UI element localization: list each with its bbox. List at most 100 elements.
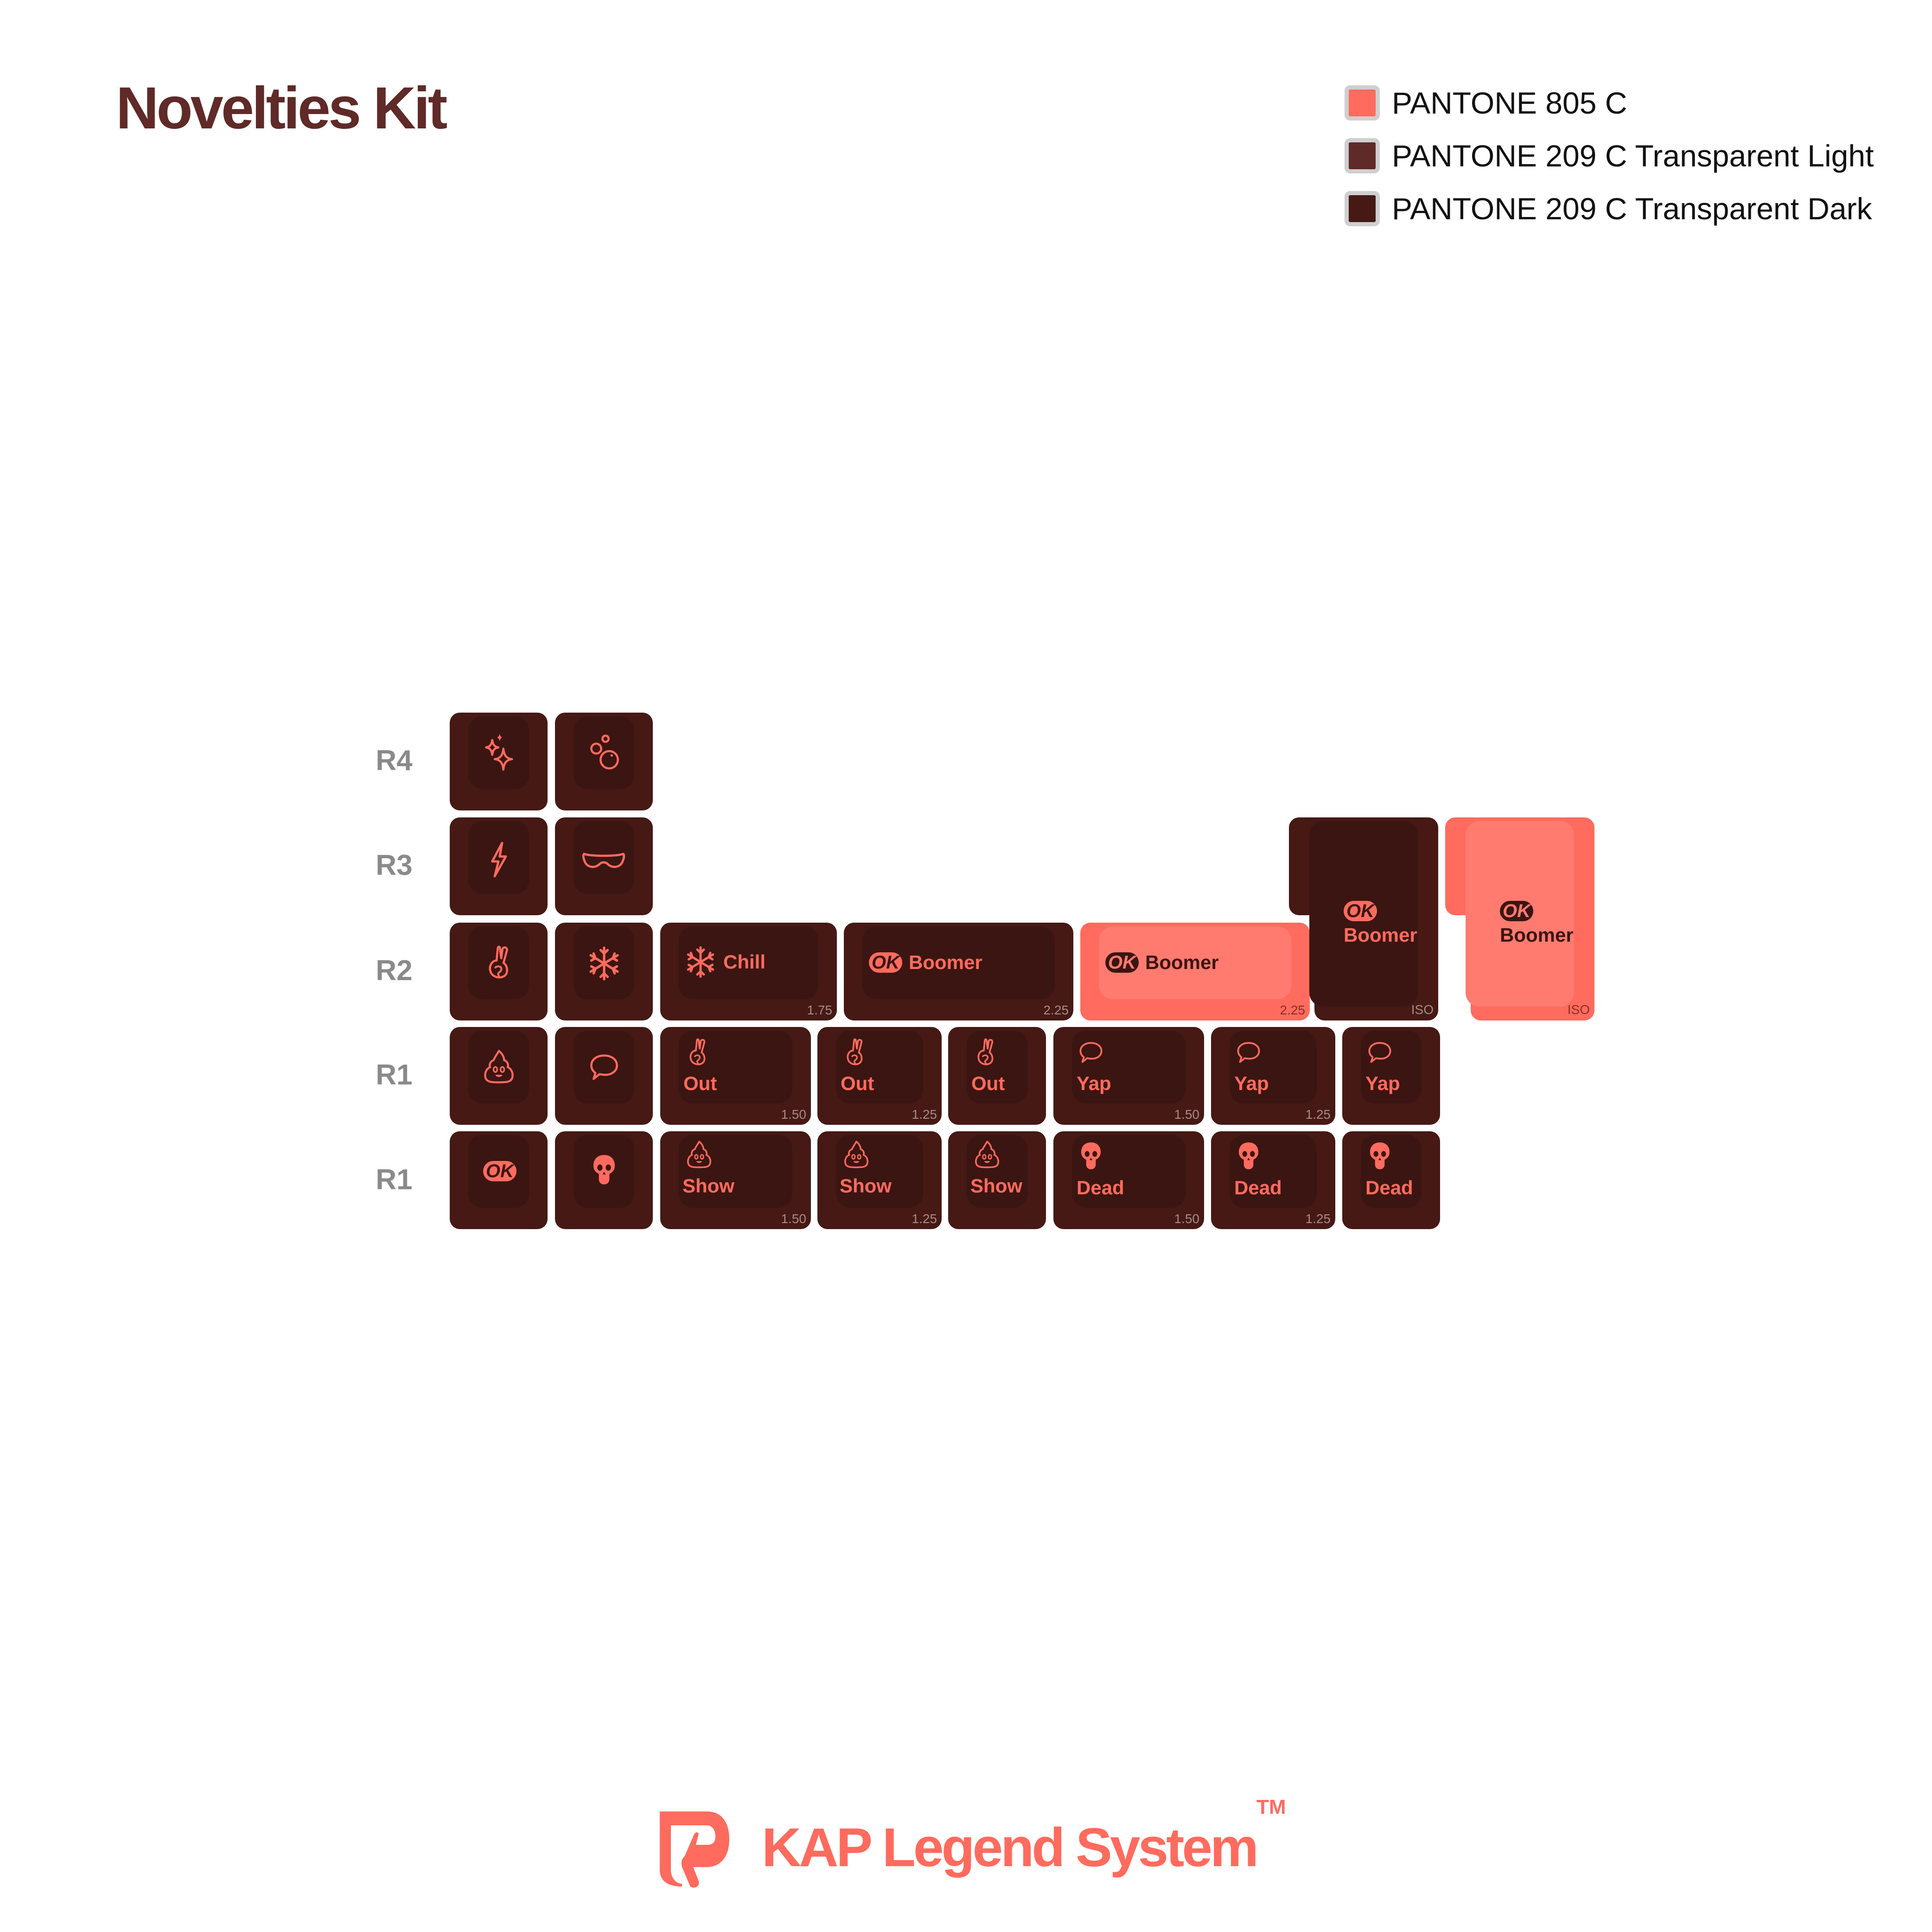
keycap-out-150[interactable]: Out 1.50 — [660, 1027, 811, 1125]
keycap-poop[interactable] — [450, 1027, 548, 1125]
peace-hand-icon — [841, 1036, 869, 1070]
row-label-r1: R1 — [376, 1059, 413, 1091]
row-label-r2: R2 — [376, 955, 413, 987]
brand-name: KAP Legend SystemTM — [762, 1796, 1286, 1878]
ok-icon: OK — [1105, 952, 1139, 973]
keycap-sparkles[interactable] — [450, 713, 548, 810]
key-label: Show — [682, 1175, 734, 1197]
skull-icon — [1077, 1139, 1105, 1174]
keycap-chill[interactable]: Chill 1.75 — [660, 923, 837, 1020]
key-size: 1.50 — [1174, 1211, 1200, 1226]
color-legend: PANTONE 805 C PANTONE 209 C Transparent … — [1345, 77, 1874, 235]
key-size: ISO — [1411, 1002, 1434, 1017]
kap-logo-icon — [660, 1811, 729, 1888]
snowflake-icon — [684, 943, 717, 981]
key-label: Out — [841, 1072, 874, 1094]
key-label: Boomer — [1344, 924, 1417, 946]
ok-icon: OK — [869, 952, 902, 973]
row-label-r4: R4 — [376, 745, 413, 777]
keycap-lightning[interactable] — [450, 817, 548, 915]
ok-icon: OK — [1500, 901, 1533, 921]
color-swatch — [1345, 85, 1380, 121]
keycap-out-125[interactable]: Out 1.25 — [817, 1027, 942, 1125]
key-size: 1.50 — [781, 1211, 807, 1226]
trademark-mark: TM — [1256, 1796, 1286, 1818]
snowflake-icon — [587, 943, 622, 984]
keycap-iso-ok-boomer[interactable]: OK Boomer ISO — [1289, 817, 1438, 1020]
keycap-ok-boomer[interactable]: OK Boomer 2.25 — [844, 923, 1073, 1020]
keycap-out-100[interactable]: Out — [948, 1027, 1046, 1125]
legend-item-209c-light: PANTONE 209 C Transparent Light — [1345, 129, 1874, 182]
key-label: Yap — [1234, 1072, 1269, 1094]
key-size: 1.50 — [1174, 1107, 1200, 1122]
peace-hand-icon — [683, 1036, 712, 1070]
keycap-dead-125[interactable]: Dead 1.25 — [1211, 1131, 1335, 1229]
key-size: 1.25 — [1305, 1211, 1331, 1226]
legend-label: PANTONE 209 C Transparent Light — [1392, 139, 1874, 173]
peace-hand-icon — [971, 1036, 1000, 1070]
key-size: 1.50 — [781, 1107, 807, 1122]
bubbles-icon — [585, 731, 622, 775]
legend-item-209c-dark: PANTONE 209 C Transparent Dark — [1345, 182, 1874, 235]
keycap-dead-150[interactable]: Dead 1.50 — [1053, 1131, 1204, 1229]
sunglasses-icon — [579, 842, 628, 879]
speech-bubble-icon — [1365, 1036, 1394, 1070]
page-title: Novelties Kit — [116, 75, 447, 141]
key-size: 1.25 — [912, 1107, 937, 1122]
peace-hand-icon — [481, 943, 516, 984]
keycap-speech[interactable] — [555, 1027, 653, 1125]
keycap-yap-125[interactable]: Yap 1.25 — [1211, 1027, 1335, 1125]
key-label: Out — [683, 1072, 717, 1094]
key-label: Boomer — [1500, 924, 1574, 946]
keycap-snowflake[interactable] — [555, 923, 653, 1020]
color-swatch — [1345, 191, 1380, 226]
keycap-iso-ok-boomer-accent[interactable]: OK Boomer ISO — [1445, 817, 1594, 1020]
keycap-ok[interactable]: OK — [450, 1131, 548, 1229]
key-label: Chill — [723, 951, 765, 973]
speech-bubble-icon — [1077, 1036, 1105, 1070]
key-size: ISO — [1567, 1002, 1590, 1017]
row-label-r1: R1 — [376, 1164, 413, 1196]
brand-footer: KAP Legend SystemTM — [651, 1796, 1286, 1889]
keycap-peace[interactable] — [450, 923, 548, 1020]
key-label: Out — [971, 1072, 1005, 1094]
key-label: Dead — [1365, 1177, 1413, 1199]
keycap-yap-150[interactable]: Yap 1.50 — [1053, 1027, 1204, 1125]
key-label: Dead — [1077, 1177, 1124, 1199]
poop-icon — [840, 1139, 873, 1172]
poop-icon — [682, 1139, 716, 1172]
ok-icon: OK — [1344, 901, 1377, 921]
legend-item-805c: PANTONE 805 C — [1345, 77, 1874, 129]
color-swatch — [1345, 138, 1380, 173]
key-size: 1.75 — [807, 1003, 833, 1017]
key-size: 2.25 — [1043, 1003, 1069, 1017]
skull-icon — [1234, 1139, 1263, 1174]
keycap-sunglasses[interactable] — [555, 817, 653, 915]
key-label: Dead — [1234, 1177, 1282, 1199]
key-size: 2.25 — [1280, 1003, 1306, 1017]
poop-icon — [478, 1047, 519, 1088]
key-label: Show — [840, 1175, 892, 1197]
keycap-yap-100[interactable]: Yap — [1342, 1027, 1440, 1125]
skull-icon — [588, 1152, 620, 1189]
key-label: Yap — [1365, 1072, 1400, 1094]
keycap-skull[interactable] — [555, 1131, 653, 1229]
key-size: 1.25 — [912, 1211, 937, 1226]
keycap-bubbles[interactable] — [555, 713, 653, 810]
row-label-r3: R3 — [376, 849, 413, 881]
keycap-ok-boomer-accent[interactable]: OK Boomer 2.25 — [1080, 923, 1310, 1020]
poop-icon — [970, 1139, 1004, 1172]
keycap-show-125[interactable]: Show 1.25 — [817, 1131, 942, 1229]
keycap-show-150[interactable]: Show 1.50 — [660, 1131, 811, 1229]
skull-icon — [1365, 1139, 1394, 1174]
lightning-icon — [480, 838, 517, 881]
legend-label: PANTONE 209 C Transparent Dark — [1392, 191, 1872, 226]
key-label: Show — [970, 1175, 1022, 1197]
key-label: Yap — [1077, 1072, 1111, 1094]
key-label: Boomer — [1145, 951, 1219, 973]
speech-bubble-icon — [1234, 1036, 1263, 1070]
keycap-show-100[interactable]: Show — [948, 1131, 1046, 1229]
ok-icon: OK — [483, 1161, 516, 1181]
keycap-dead-100[interactable]: Dead — [1342, 1131, 1440, 1229]
key-label: Boomer — [909, 951, 982, 973]
